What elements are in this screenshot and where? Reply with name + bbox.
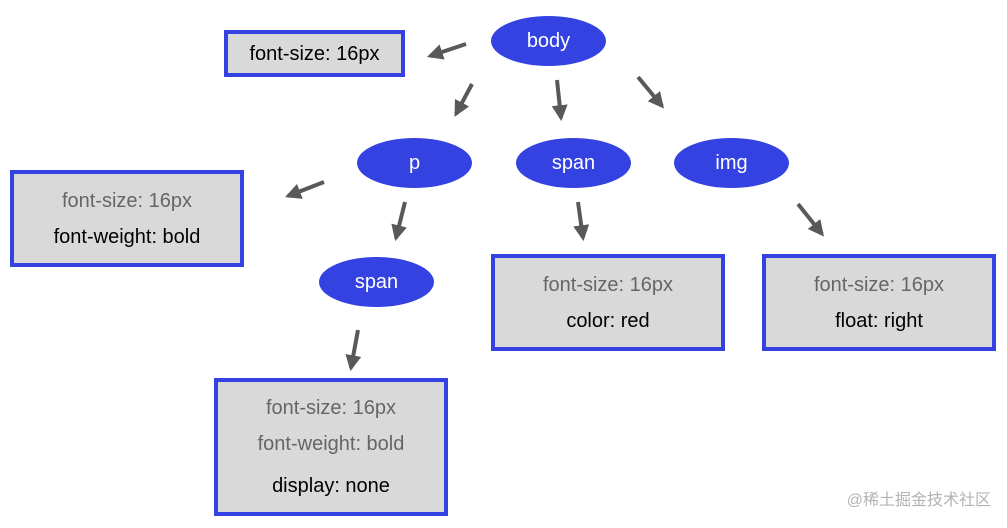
node-nested-span: span xyxy=(319,257,434,307)
style-box-body: font-size: 16px xyxy=(224,30,405,77)
arrow-nested-span-to-style xyxy=(345,329,362,372)
style-line: font-weight: bold xyxy=(53,225,201,248)
inherited-style-line: font-size: 16px xyxy=(61,189,193,212)
inherited-style-line: font-size: 16px xyxy=(265,397,397,419)
node-body: body xyxy=(491,16,606,66)
inherited-style-line: font-size: 16px xyxy=(542,273,674,296)
watermark: @稀土掘金技术社区 xyxy=(846,492,991,509)
node-span: span xyxy=(516,138,631,188)
node-img: img xyxy=(674,138,789,188)
arrow-body-to-span xyxy=(551,79,568,122)
inherited-style-line: font-weight: bold xyxy=(257,433,405,455)
arrow-span-to-style xyxy=(573,201,590,242)
arrow-p-to-style xyxy=(285,180,325,199)
style-box-span: font-size: 16px color: red xyxy=(491,254,725,351)
inherited-style-line: font-size: 16px xyxy=(813,273,945,296)
style-box-img: font-size: 16px float: right xyxy=(762,254,996,351)
style-line: display: none xyxy=(272,475,390,497)
arrow-body-to-img xyxy=(636,75,665,109)
arrow-img-to-style xyxy=(796,202,824,237)
style-line: float: right xyxy=(835,309,923,332)
arrow-body-to-style xyxy=(426,42,467,60)
style-box-p: font-size: 16px font-weight: bold xyxy=(10,170,244,267)
arrow-p-to-span xyxy=(391,201,407,242)
style-line: color: red xyxy=(566,309,650,332)
style-line: font-size: 16px xyxy=(249,42,380,65)
style-box-nested-span: font-size: 16px font-weight: bold displa… xyxy=(214,378,448,516)
node-p: p xyxy=(357,138,472,188)
arrow-body-to-p xyxy=(454,83,474,117)
